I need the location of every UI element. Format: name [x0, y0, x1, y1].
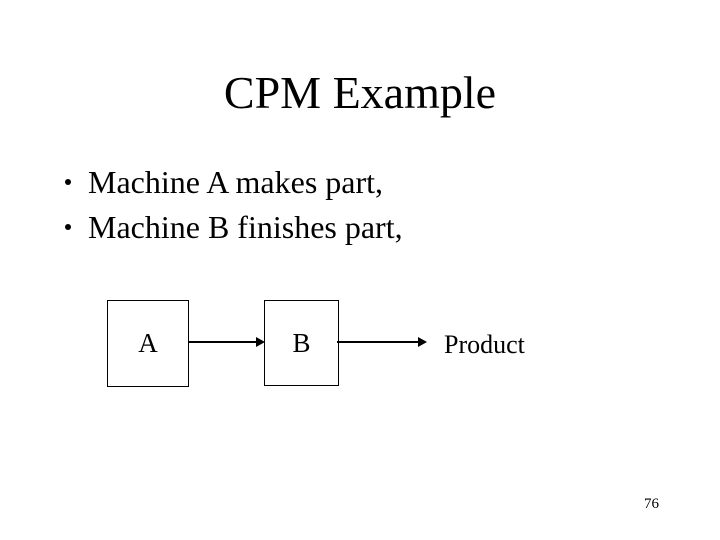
bullet-text: Machine A makes part,	[88, 164, 384, 200]
product-label: Product	[444, 330, 525, 359]
bullet-dot-icon	[65, 224, 71, 230]
slide-title: CPM Example	[223, 67, 497, 118]
machine-b-label: B	[292, 327, 311, 358]
arrowhead-icon	[256, 337, 265, 347]
machine-b-node: B	[264, 300, 339, 386]
bullet-text: Machine B finishes part,	[88, 209, 403, 245]
machine-a-label: A	[138, 328, 158, 358]
bullet-item: Machine B finishes part,	[60, 205, 680, 250]
bullet-item: Machine A makes part,	[60, 160, 680, 205]
machine-a-node: A	[107, 300, 189, 387]
arrow-a-to-b-shaft	[188, 341, 256, 343]
page-number: 76	[644, 496, 659, 512]
bullet-list: Machine A makes part, Machine B finishes…	[60, 160, 680, 250]
arrow-b-to-product-shaft	[337, 341, 418, 343]
arrowhead-icon	[418, 337, 427, 347]
bullet-dot-icon	[65, 179, 71, 185]
